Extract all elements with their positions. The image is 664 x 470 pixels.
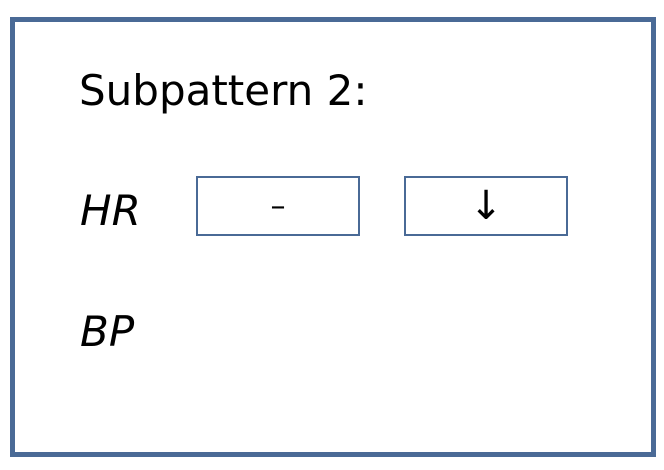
panel-title: Subpattern 2: (79, 66, 368, 115)
down-arrow-icon: ↓ (469, 183, 503, 229)
row-label-hr: HR (80, 186, 141, 235)
flat-dash-symbol: – (270, 188, 286, 224)
hr-cell-flat: – (196, 176, 360, 236)
subpattern-panel: Subpattern 2: HR – ↓ BP (10, 17, 656, 457)
row-label-bp: BP (80, 307, 135, 356)
hr-cell-down: ↓ (404, 176, 568, 236)
